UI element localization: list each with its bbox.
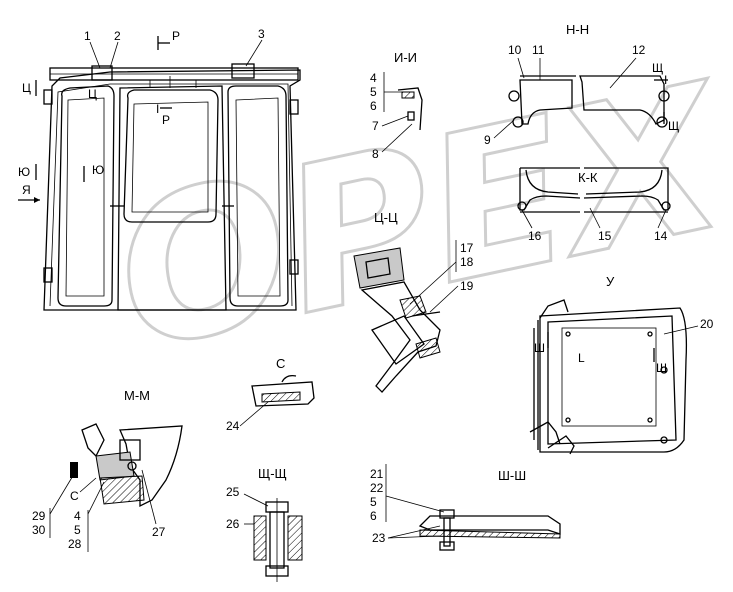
section-title-shch-shch: Щ-Щ <box>258 466 287 481</box>
callout-30: 30 <box>32 523 46 537</box>
cut-mark-p-top: Р <box>172 29 180 43</box>
section-title-sh-sh: Ш-Ш <box>498 468 526 483</box>
section-sh-sh: Ш-Ш 21 22 5 6 23 <box>370 464 561 551</box>
section-i-i: И-И 4 5 6 7 8 <box>370 50 423 161</box>
callout-11: 11 <box>532 43 545 57</box>
callout-shsh-6: 6 <box>370 509 377 523</box>
section-title-ts-ts: Ц-Ц <box>374 210 398 225</box>
cut-mark-sh-2: Ш <box>656 361 667 375</box>
cut-mark-shch-2: Щ <box>668 119 679 133</box>
callout-20: 20 <box>700 317 714 331</box>
section-shch-shch: Щ-Щ 25 26 <box>226 466 303 582</box>
section-title-u: У <box>606 274 615 289</box>
callout-14: 14 <box>654 229 668 243</box>
section-m-m: М-М С 29 30 4 5 28 27 <box>32 388 183 552</box>
view-c: С 24 <box>226 356 315 433</box>
callout-8: 8 <box>372 147 379 161</box>
cut-mark-ts-under: Ц <box>88 87 97 101</box>
callout-21: 21 <box>370 467 384 481</box>
callout-19: 19 <box>460 279 474 293</box>
callout-26: 26 <box>226 517 240 531</box>
callout-10: 10 <box>508 43 522 57</box>
callout-mm-5: 5 <box>74 523 81 537</box>
callout-29: 29 <box>32 509 46 523</box>
cut-mark-shch-1: Щ <box>652 61 663 75</box>
callout-18: 18 <box>460 255 474 269</box>
main-view-callouts: 1 2 3 Р I Р Ц Ц Ю Ю Я <box>18 27 265 203</box>
section-title-c: С <box>276 356 285 371</box>
watermark: OPEX <box>96 38 733 397</box>
callout-shsh-5: 5 <box>370 495 377 509</box>
callout-28: 28 <box>68 537 82 551</box>
watermark-text: OPEX <box>97 40 733 396</box>
cut-mark-p-center: Р <box>162 113 170 127</box>
callout-1: 1 <box>84 29 91 43</box>
callout-22: 22 <box>370 481 384 495</box>
callout-9: 9 <box>484 133 491 147</box>
callout-mm-4: 4 <box>74 509 81 523</box>
callout-2: 2 <box>114 29 121 43</box>
callout-6: 6 <box>370 99 377 113</box>
cut-mark-ya: Я <box>22 183 31 197</box>
main-front-view <box>43 63 301 311</box>
callout-7: 7 <box>372 119 379 133</box>
section-title-m-m: М-М <box>124 388 150 403</box>
cut-mark-l: L <box>578 351 585 365</box>
cut-mark-yu-left: Ю <box>18 165 30 179</box>
callout-25: 25 <box>226 485 240 499</box>
callout-mm-c: С <box>70 489 79 503</box>
callout-12: 12 <box>632 43 646 57</box>
cut-mark-yu-right: Ю <box>92 163 104 177</box>
cut-mark-i-p: I <box>156 102 159 116</box>
callout-3: 3 <box>258 27 265 41</box>
callout-4: 4 <box>370 71 377 85</box>
callout-5: 5 <box>370 85 377 99</box>
section-k-k: К-К 16 15 14 <box>517 167 671 243</box>
section-n-n: Н-Н 10 11 12 9 Щ I Щ <box>484 22 679 147</box>
section-title-i-i: И-И <box>394 50 417 65</box>
cut-mark-ts: Ц <box>22 81 31 95</box>
callout-27: 27 <box>152 525 166 539</box>
section-title-k-k: К-К <box>578 170 598 185</box>
view-u: У 20 L Ш Ш <box>529 274 714 455</box>
section-title-n-n: Н-Н <box>566 22 589 37</box>
callout-15: 15 <box>598 229 612 243</box>
cut-mark-sh-1: Ш <box>534 341 545 355</box>
section-ts-ts: Ц-Ц 17 18 19 <box>353 210 474 393</box>
callout-16: 16 <box>528 229 542 243</box>
callout-24: 24 <box>226 419 240 433</box>
callout-23: 23 <box>372 531 386 545</box>
callout-17: 17 <box>460 241 474 255</box>
